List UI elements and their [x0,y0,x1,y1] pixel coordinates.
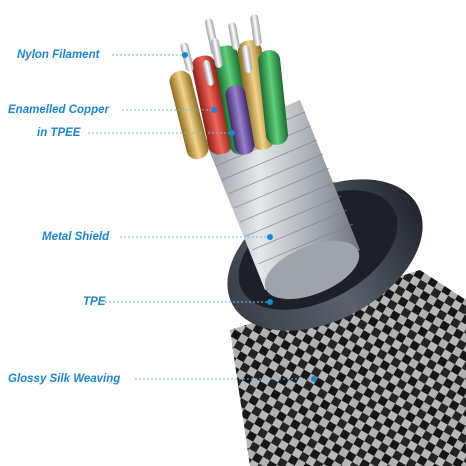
nylon-filament-label: Nylon Filament [17,48,99,62]
glossy-silk-weaving-label: Glossy Silk Weaving [8,372,120,386]
dot-silk [311,376,317,382]
in-tpee-label: in TPEE [37,126,80,140]
tpe-label: TPE [83,295,105,309]
dot-tpee [229,130,235,136]
dot-shield [267,234,273,240]
metal-shield-label: Metal Shield [42,230,109,244]
dot-nylon [182,52,188,58]
dot-tpe [267,299,273,305]
enamelled-copper-label: Enamelled Copper [8,103,109,117]
dot-copper [211,107,217,113]
